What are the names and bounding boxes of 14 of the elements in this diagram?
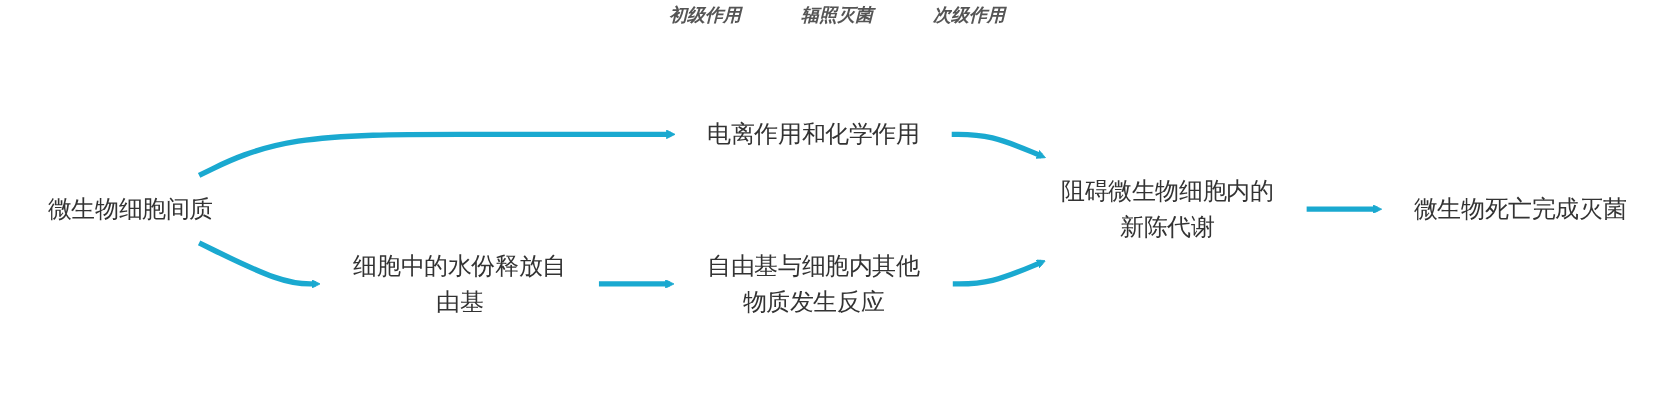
node-text: 阻碍微生物细胞内的新陈代谢 [1061, 178, 1274, 241]
node-text: 微生物细胞间质 [47, 195, 213, 223]
node-text: 微生物死亡完成灭菌 [1413, 195, 1627, 223]
arrow [1306, 204, 1383, 214]
arrow [951, 131, 1046, 159]
arrow [598, 279, 675, 289]
arrow [197, 129, 676, 178]
annotation-text: 次级作用 [933, 3, 1005, 27]
node-text: 电离作用和化学作用 [707, 120, 920, 148]
node-text: 细胞中的水份释放自由基 [353, 252, 566, 316]
node-text: 自由基与细胞内其他物质发生反应 [707, 252, 920, 316]
arrow [952, 259, 1046, 287]
annotation-text: 初级作用 [669, 3, 741, 27]
arrow [197, 240, 321, 289]
